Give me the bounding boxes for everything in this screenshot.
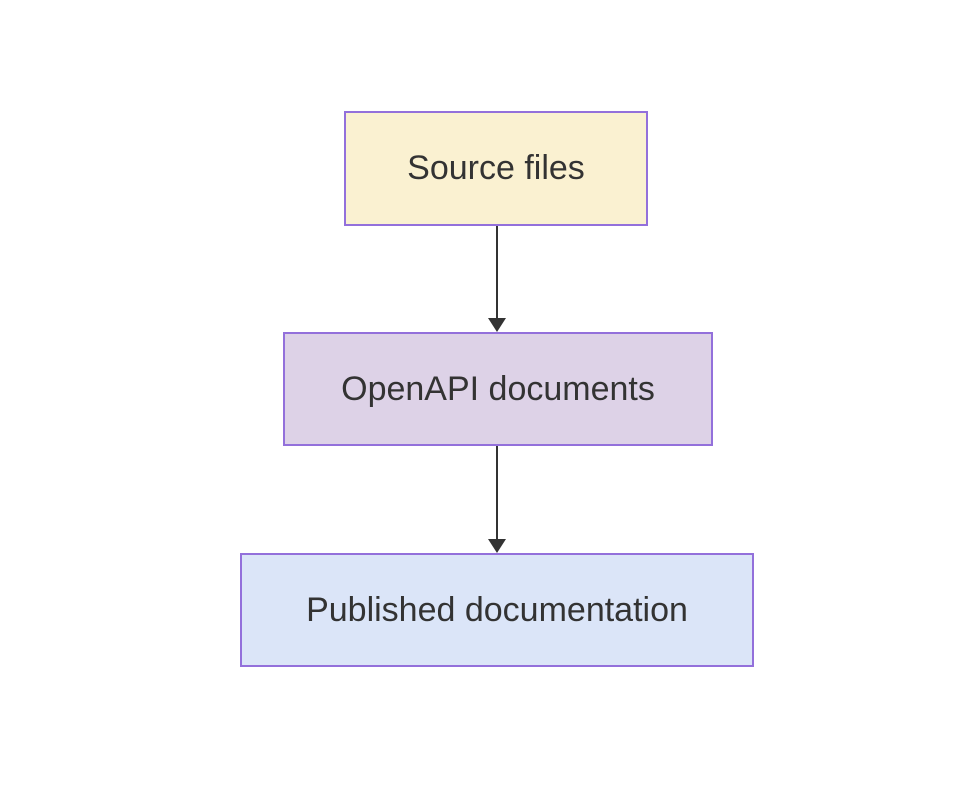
arrowhead-down-icon [488, 318, 506, 332]
node-label-source-files: Source files [407, 149, 585, 188]
node-label-published-documentation: Published documentation [306, 590, 688, 629]
node-openapi-documents: OpenAPI documents [283, 332, 713, 446]
edge-openapi-to-published [488, 446, 506, 553]
edge-source-to-openapi [488, 226, 506, 332]
node-label-openapi-documents: OpenAPI documents [341, 369, 655, 408]
node-published-documentation: Published documentation [240, 553, 754, 667]
arrowhead-down-icon [488, 539, 506, 553]
node-source-files: Source files [344, 111, 648, 226]
edge-line [496, 226, 498, 318]
edge-line [496, 446, 498, 539]
